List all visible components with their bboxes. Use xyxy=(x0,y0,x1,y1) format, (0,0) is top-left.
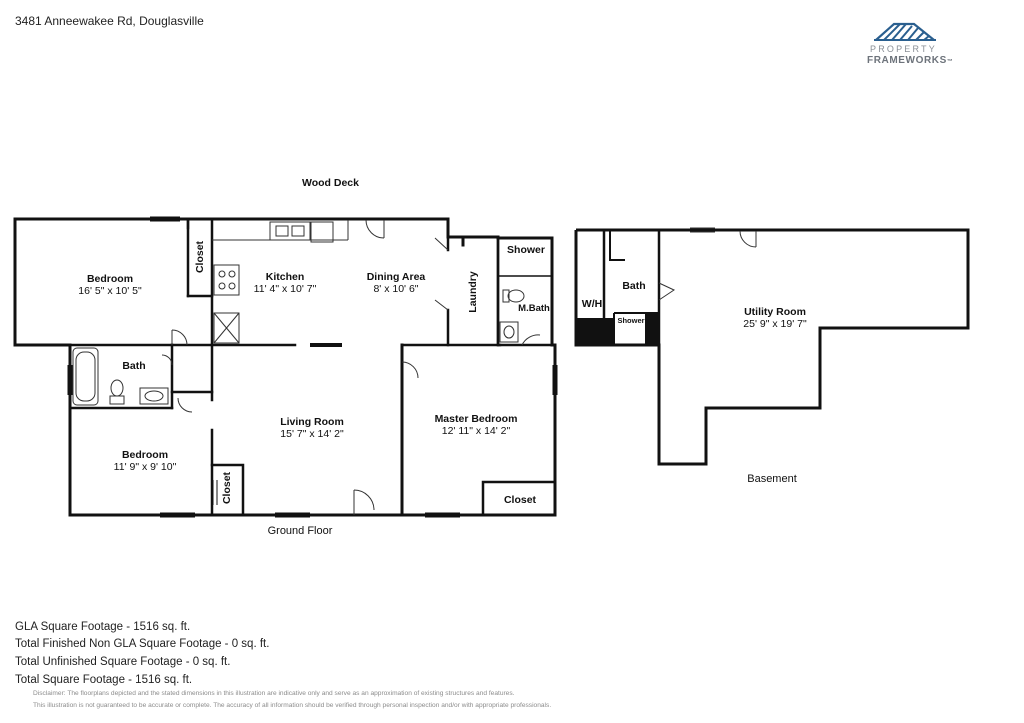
kitchen-label: Kitchen 11' 4" x 10' 7" xyxy=(253,271,317,295)
footage-unfinished: Total Unfinished Square Footage - 0 sq. … xyxy=(15,656,231,668)
utility-room-label: Utility Room 25' 9" x 19' 7" xyxy=(743,306,807,330)
footage-total: Total Square Footage - 1516 sq. ft. xyxy=(15,674,193,686)
closet1-label: Closet xyxy=(194,240,206,274)
wh-label: W/H xyxy=(581,298,603,310)
property-frameworks-logo: PROPERTY FRAMEWORKS™ xyxy=(862,18,962,70)
basement-label: Basement xyxy=(747,473,797,485)
dining-area-label: Dining Area 8' x 10' 6" xyxy=(366,271,426,295)
living-room-label: Living Room 15' 7" x 14' 2" xyxy=(280,416,344,440)
mbath-label: M.Bath xyxy=(518,303,550,314)
shower-label: Shower xyxy=(507,244,545,256)
logo-line2: FRAMEWORKS™ xyxy=(867,55,954,66)
footage-non-gla: Total Finished Non GLA Square Footage - … xyxy=(15,638,270,650)
basement-shower-label: Shower xyxy=(617,316,645,325)
laundry-label: Laundry xyxy=(467,271,479,313)
property-address: 3481 Anneewakee Rd, Douglasville xyxy=(15,14,204,28)
wood-deck-label: Wood Deck xyxy=(302,177,359,189)
wh-block xyxy=(576,318,614,345)
basement-bath-label: Bath xyxy=(622,280,646,292)
closet2-label: Closet xyxy=(221,471,233,505)
bath-label: Bath xyxy=(122,360,146,372)
logo-line1: PROPERTY xyxy=(870,44,937,54)
closet3-label: Closet xyxy=(503,494,537,506)
ground-floor-label: Ground Floor xyxy=(267,525,333,537)
disclaimer-line1: Disclaimer: The floorplans depicted and … xyxy=(33,690,515,697)
roof-lines-logo-icon xyxy=(874,22,936,41)
master-bedroom-label: Master Bedroom 12' 11" x 14' 2" xyxy=(434,413,518,437)
disclaimer-line2: This illustration is not guaranteed to b… xyxy=(33,702,552,709)
bedroom2-label: Bedroom 11' 9" x 9' 10" xyxy=(113,449,177,473)
bedroom1-label: Bedroom 16' 5" x 10' 5" xyxy=(78,273,142,297)
footage-gla: GLA Square Footage - 1516 sq. ft. xyxy=(15,621,191,633)
